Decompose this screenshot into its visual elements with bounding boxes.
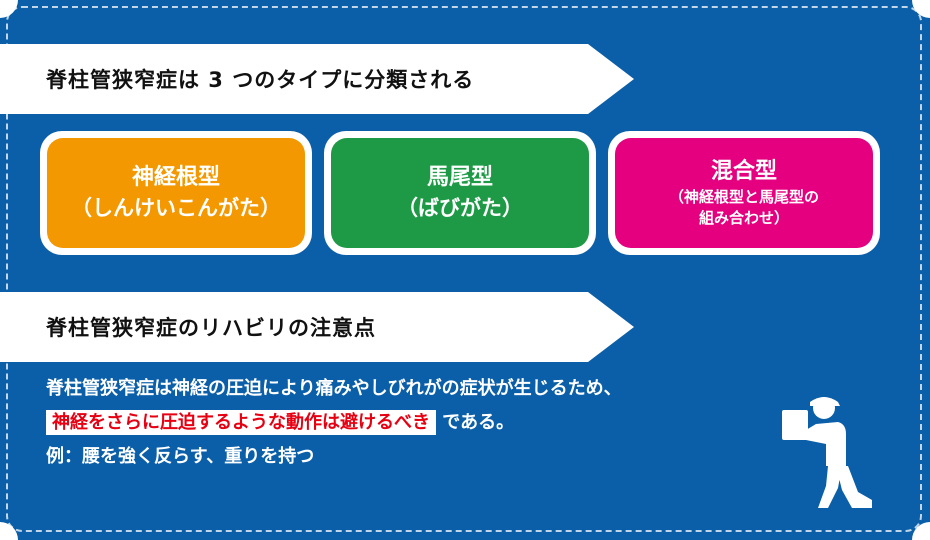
corner-notch: [912, 522, 930, 540]
type-name: 神経根型: [131, 165, 220, 190]
person-carrying-box-icon: [782, 397, 872, 508]
section-banner-caution: 脊柱管狭窄症のリハビリの注意点: [0, 292, 634, 362]
type-card-inner: 馬尾型 （ばびがた）: [331, 138, 589, 248]
section-title-caution: 脊柱管狭窄症のリハビリの注意点: [46, 316, 376, 340]
section-banner-types: 脊柱管狭窄症は 3 つのタイプに分類される: [0, 44, 634, 114]
type-card-inner: 神経根型 （しんけいこんがた）: [47, 138, 305, 248]
section-title-types: 脊柱管狭窄症は 3 つのタイプに分類される: [46, 68, 475, 92]
type-name: 混合型: [710, 159, 777, 184]
cap-shape: [810, 397, 840, 406]
caution-example: 例：腰を強く反らす、重りを持つ: [46, 446, 315, 467]
type-card-inner: 混合型 （神経根型と馬尾型の 組み合わせ）: [615, 138, 873, 248]
caution-text: 脊柱管狭窄症は神経の圧迫により痛みやしびれがの症状が生じるため、 神経をさらに圧…: [46, 372, 622, 474]
type-reading: （しんけいこんがた）: [71, 196, 281, 220]
type-card-mixed: 混合型 （神経根型と馬尾型の 組み合わせ）: [608, 131, 880, 255]
box-shape: [782, 410, 808, 440]
type-card-cauda-equina: 馬尾型 （ばびがた）: [324, 131, 596, 255]
type-reading: （ばびがた）: [397, 196, 523, 220]
caution-line2-end: である。: [442, 412, 515, 433]
type-note-line1: （神経根型と馬尾型の: [668, 188, 819, 206]
dashed-border: [6, 6, 922, 532]
type-card-nerve-root: 神経根型 （しんけいこんがた）: [40, 131, 312, 255]
torso-shape: [806, 422, 846, 466]
left-leg-shape: [818, 466, 842, 508]
caution-highlight: 神経をさらに圧迫するような動作は避けるべき: [46, 410, 436, 435]
caution-line1: 脊柱管狭窄症は神経の圧迫により痛みやしびれがの症状が生じるため、: [46, 378, 622, 399]
type-name: 馬尾型: [426, 165, 493, 190]
type-note-line2: 組み合わせ）: [698, 209, 789, 227]
right-leg-shape: [836, 466, 872, 508]
caution-line2: 神経をさらに圧迫するような動作は避けるべき である。: [46, 406, 622, 440]
